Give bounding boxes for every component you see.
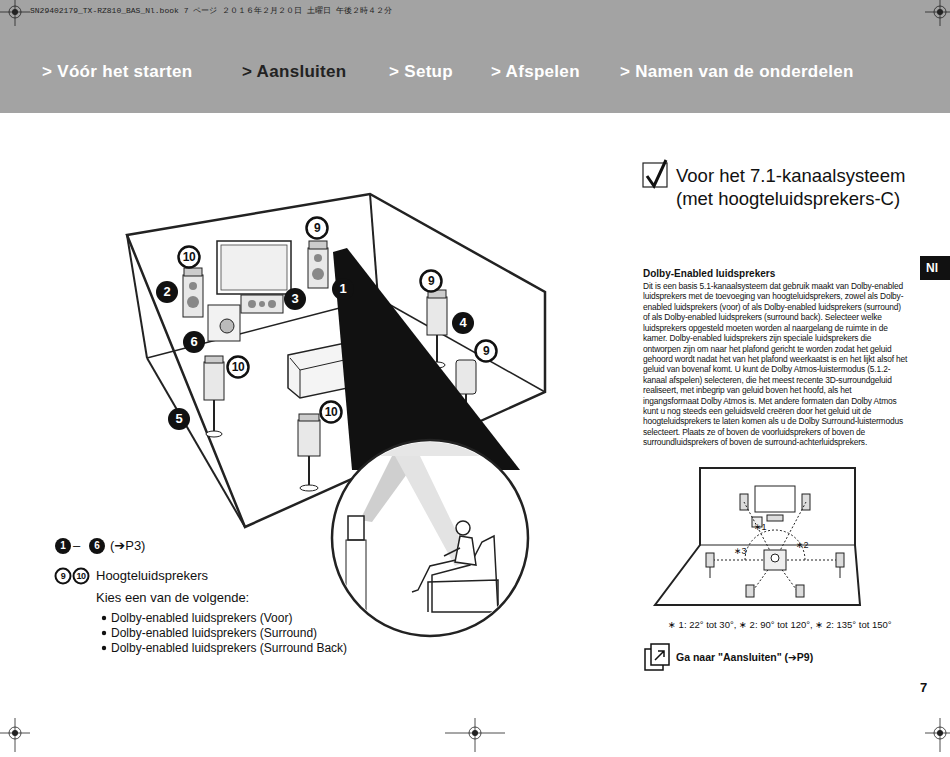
legend-text: Hoogteluidsprekers <box>96 568 208 584</box>
bullet-item: Dolby-enabled luidsprekers (Voor) <box>111 611 292 625</box>
language-tab-text: Nl <box>918 261 946 275</box>
callout-number: 10 <box>227 360 249 374</box>
callout-number: 9 <box>306 221 328 235</box>
zoom-circle <box>332 440 528 636</box>
callout-circles <box>55 218 497 584</box>
nav-item: > Afspelen <box>491 62 580 82</box>
nav-item: > Namen van de onderdelen <box>620 62 854 82</box>
callout-number: 2 <box>156 284 178 300</box>
zoom-wedge <box>333 248 520 470</box>
section-title: Voor het 7.1-kanaalsysteem (met hoogtelu… <box>676 164 908 210</box>
body-text: Dit is een basis 5.1-kanaalsysteem dat g… <box>643 281 909 448</box>
angle-note-mark: ∗2 <box>796 540 816 551</box>
callout-number: 6 <box>89 540 105 552</box>
registration-dots <box>12 9 943 736</box>
header-band <box>0 0 950 113</box>
angle-note-mark: ∗1 <box>754 522 774 533</box>
nav-item-active: > Aansluiten <box>242 62 347 82</box>
instruction-text: Kies een van de volgende: <box>96 590 249 606</box>
callout-number: 4 <box>452 315 474 331</box>
page-reference: (➔P3) <box>110 538 145 554</box>
angle-caption: ∗ 1: 22° tot 30°, ∗ 2: 90° tot 120°, ∗ 2… <box>668 619 892 630</box>
callout-number: 9 <box>420 274 442 288</box>
callout-number: 3 <box>284 291 306 307</box>
angle-note-mark: ∗3 <box>734 546 754 557</box>
range-dash: – <box>73 538 87 554</box>
zoom-detail <box>330 440 530 640</box>
check-icon <box>643 160 667 187</box>
nav-item: > Vóór het starten <box>42 62 192 82</box>
callout-number: 9 <box>475 344 497 358</box>
section-heading: Dolby-Enabled luidsprekers <box>643 268 775 280</box>
goto-link: Ga naar "Aansluiten" (➔P9) <box>676 651 813 664</box>
callout-number: 9 <box>56 571 71 582</box>
print-slug: SN29402179_TX-RZ810_BAS_Nl.book 7 ページ ２０… <box>30 6 392 16</box>
callout-number: 10 <box>320 405 342 419</box>
callout-number: 1 <box>55 540 71 552</box>
speaker-layout-diagram <box>655 468 860 605</box>
bullet-item: Dolby-enabled luidsprekers (Surround Bac… <box>111 641 347 655</box>
callout-number: 10 <box>74 571 89 582</box>
callout-number: 1 <box>332 281 354 297</box>
page-number: 7 <box>920 680 927 696</box>
callout-number: 10 <box>178 250 200 264</box>
bullet-dots <box>102 616 106 650</box>
bullet-item: Dolby-enabled luidsprekers (Surround) <box>111 626 317 640</box>
goto-icon <box>645 644 669 670</box>
callout-number: 6 <box>183 334 205 350</box>
callout-number: 5 <box>168 411 190 427</box>
nav-item: > Setup <box>389 62 453 82</box>
